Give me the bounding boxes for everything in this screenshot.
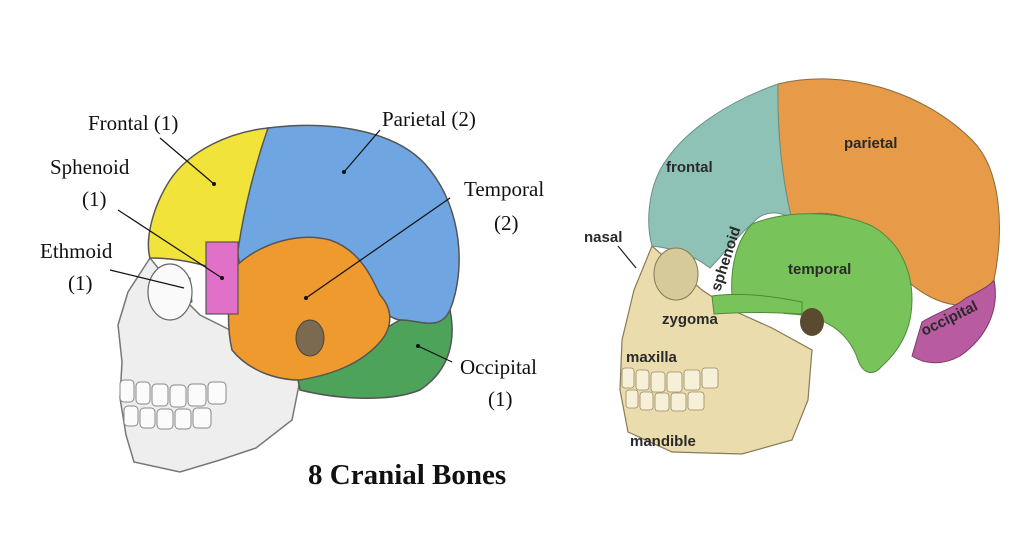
right-label-temporal: temporal [788,261,851,278]
left-temporal-bone [227,236,391,381]
left-label-ethmoid-count: (1) [68,271,93,295]
left-label-occipital-count: (1) [488,387,513,411]
right-nasal-leader [617,245,637,269]
left-skull-illustration: Frontal (1) Parietal (2) Sphenoid (1) Te… [40,107,544,491]
left-label-sphenoid: Sphenoid [50,155,130,179]
right-skull-illustration: frontal parietal nasal sphenoid temporal… [584,78,1000,455]
left-frontal-bone [147,127,270,267]
left-orbit [147,263,193,321]
right-label-maxilla: maxilla [626,349,678,366]
left-label-sphenoid-count: (1) [82,187,107,211]
right-label-zygoma: zygoma [662,311,719,328]
right-zygomatic-arch [711,293,803,315]
right-cranial-diagram: frontal parietal nasal sphenoid temporal… [582,60,1024,480]
right-label-mandible: mandible [630,433,696,450]
left-label-temporal: Temporal [464,177,544,201]
left-cranial-diagram: Frontal (1) Parietal (2) Sphenoid (1) Te… [0,80,560,500]
left-leader-dots [212,170,420,348]
right-orbit [653,247,699,301]
right-label-nasal: nasal [584,229,622,246]
right-label-frontal: frontal [666,159,713,176]
left-diagram-title: 8 Cranial Bones [308,459,506,491]
right-ear-canal [800,308,824,336]
left-label-temporal-count: (2) [494,211,519,235]
left-label-ethmoid: Ethmoid [40,239,113,263]
right-frontal-bone [648,83,793,269]
right-label-parietal: parietal [844,135,897,152]
left-ear-canal [295,319,325,357]
left-label-parietal: Parietal (2) [382,107,476,131]
left-label-frontal: Frontal (1) [88,111,178,135]
left-leader-lines [109,129,453,363]
left-teeth [119,379,227,430]
right-teeth [621,367,719,412]
right-occipital-bone [911,278,996,364]
left-label-occipital: Occipital [460,355,537,379]
left-occipital-bone [295,307,453,399]
